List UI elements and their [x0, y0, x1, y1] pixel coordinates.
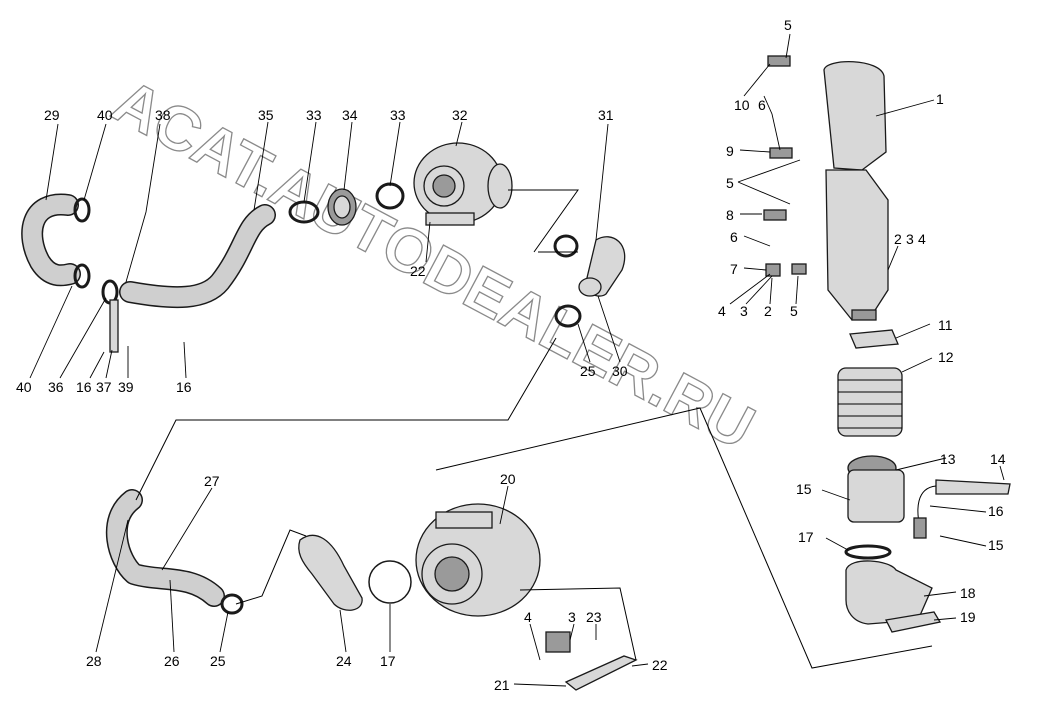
callout-6-bottom: 6: [730, 229, 738, 245]
callout-22-top: 22: [410, 263, 426, 279]
callout-15-right: 15: [988, 537, 1004, 553]
callout-5-top: 5: [784, 17, 792, 33]
callout-16-middle: 16: [176, 379, 192, 395]
hose-29-elbow: [21, 193, 81, 287]
callout-2-right: 2: [764, 303, 772, 319]
sensor-fittings-right: [763, 55, 807, 277]
watermark: ACAT.AUTODEALER.RU: [101, 66, 765, 463]
callout-25-upper: 25: [580, 363, 596, 379]
watermark-text: ACAT.AUTODEALER.RU: [102, 67, 765, 463]
callout-13: 13: [940, 451, 956, 467]
callout-1: 1: [936, 91, 944, 107]
callout-37: 37: [96, 379, 112, 395]
intake-pipe-1: [823, 61, 889, 321]
callout-40-bottom: 40: [16, 379, 32, 395]
clamp-25-lower: [220, 593, 244, 615]
callout-14: 14: [990, 451, 1006, 467]
callout-29: 29: [44, 107, 60, 123]
sensor-bracket-21: [545, 631, 638, 691]
clamp-25-upper: [554, 304, 582, 328]
callout-labels: 29 40 38 35 33 34 33 32 31 22 40 36 16 3…: [16, 17, 1006, 693]
callout-26: 26: [164, 653, 180, 669]
callout-38: 38: [155, 107, 171, 123]
callout-31: 31: [598, 107, 614, 123]
callout-36: 36: [48, 379, 64, 395]
callout-17-right: 17: [798, 529, 814, 545]
callout-21: 21: [494, 677, 510, 693]
coupling-34: [327, 188, 357, 226]
hose-35: [119, 204, 276, 309]
callout-4-lower: 4: [524, 609, 532, 625]
callout-20: 20: [500, 471, 516, 487]
callout-3-right: 3: [740, 303, 748, 319]
callout-27: 27: [204, 473, 220, 489]
elbow-24: [298, 534, 363, 611]
callout-9: 9: [726, 143, 734, 159]
callout-7: 7: [730, 261, 738, 277]
seal-17-lower: [368, 560, 412, 604]
callout-25-lower: 25: [210, 653, 226, 669]
connection-lines: [135, 189, 933, 669]
callout-23: 23: [586, 609, 602, 625]
bracket-37: [109, 299, 119, 353]
turbocharger-20: [415, 503, 541, 617]
callout-4-far-right: 4: [918, 231, 926, 247]
callout-2-far-right: 2: [894, 231, 902, 247]
callout-19: 19: [960, 609, 976, 625]
callout-33-right: 33: [390, 107, 406, 123]
callout-35: 35: [258, 107, 274, 123]
callout-28: 28: [86, 653, 102, 669]
sensor-16-right: [913, 485, 937, 539]
flange-19: [885, 611, 942, 633]
bellows-12: [837, 367, 903, 437]
callout-40-top: 40: [97, 107, 113, 123]
callout-16-left: 16: [76, 379, 92, 395]
callout-8: 8: [726, 207, 734, 223]
hose-27-28: [105, 489, 225, 607]
callout-3-far-right: 3: [906, 231, 914, 247]
clamp-17-right: [844, 544, 892, 560]
callout-11: 11: [938, 317, 953, 333]
clamp-31: [553, 234, 579, 258]
callout-5-middle: 5: [726, 175, 734, 191]
callout-32: 32: [452, 107, 468, 123]
clamp-40-upper: [73, 197, 91, 223]
callout-24: 24: [336, 653, 352, 669]
gasket-11: [849, 329, 899, 349]
connector-13: [847, 455, 905, 523]
callout-33-left: 33: [306, 107, 322, 123]
callout-15-left: 15: [796, 481, 812, 497]
callout-4-right: 4: [718, 303, 726, 319]
callout-39: 39: [118, 379, 134, 395]
leader-lines: [29, 33, 1005, 687]
bracket-14: [935, 479, 1011, 495]
callout-3-lower: 3: [568, 609, 576, 625]
clamp-40-lower: [73, 263, 91, 289]
callout-22-lower: 22: [652, 657, 668, 673]
elbow-30: [578, 236, 626, 297]
callout-16-right: 16: [988, 503, 1004, 519]
turbocharger-32: [413, 142, 513, 226]
callout-6-top: 6: [758, 97, 766, 113]
callout-18: 18: [960, 585, 976, 601]
callout-34: 34: [342, 107, 358, 123]
callout-10: 10: [734, 97, 750, 113]
callout-30: 30: [612, 363, 628, 379]
elbow-18: [845, 560, 933, 625]
callout-17-lower: 17: [380, 653, 396, 669]
callout-5-bottom: 5: [790, 303, 798, 319]
callout-12: 12: [938, 349, 954, 365]
